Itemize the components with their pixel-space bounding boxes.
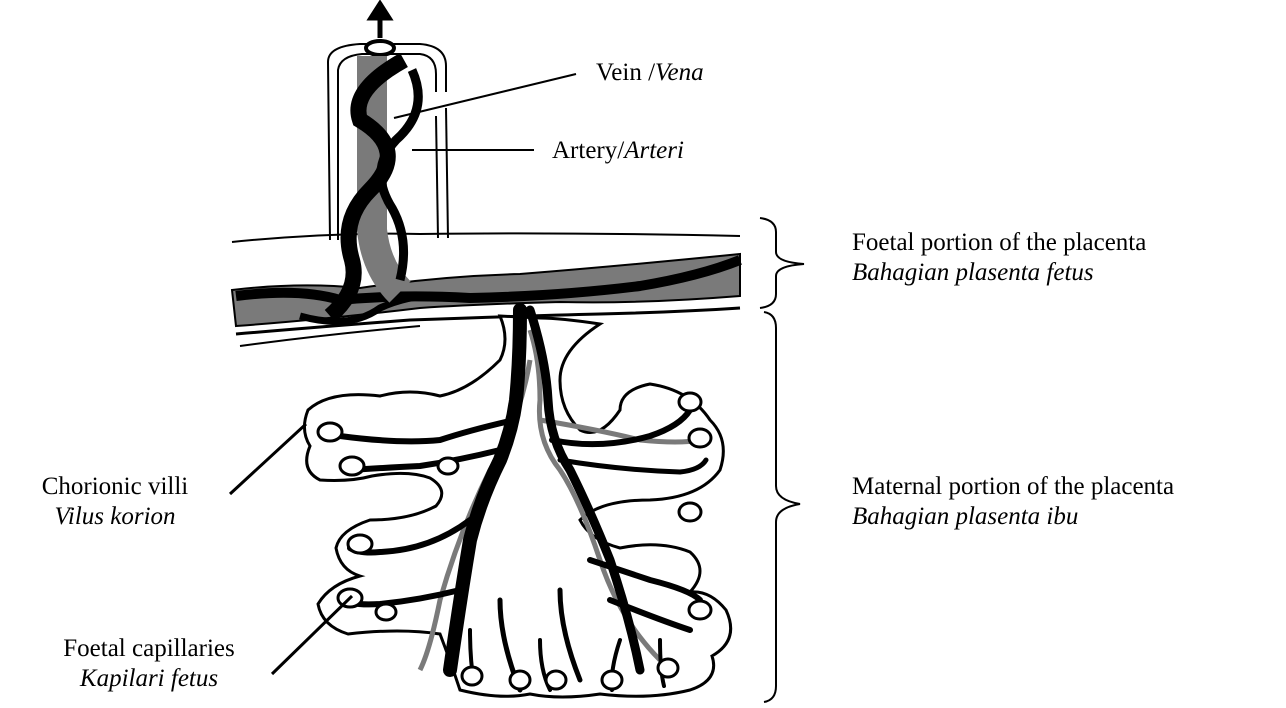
foetal-portion-label: Foetal portion of the placenta Bahagian … xyxy=(852,228,1146,288)
artery-label-ms: Arteri xyxy=(624,137,684,164)
maternal-portion-label: Maternal portion of the placenta Bahagia… xyxy=(852,472,1174,532)
chorionic-villi-leader-line xyxy=(230,424,306,494)
foetal-capillaries-label-ms: Kapilari fetus xyxy=(34,664,264,694)
cord-opening xyxy=(366,41,394,55)
foetal-capillaries-leader-line xyxy=(272,596,352,674)
vein-label-en: Vein / xyxy=(596,59,655,86)
foetal-plate xyxy=(232,233,740,346)
foetal-capillaries-label-en: Foetal capillaries xyxy=(34,634,264,664)
foetal-capillaries-label: Foetal capillaries Kapilari fetus xyxy=(34,634,264,694)
chorionic-villi-label-en: Chorionic villi xyxy=(10,472,220,502)
foetal-portion-label-ms: Bahagian plasenta fetus xyxy=(852,258,1146,288)
artery-label-en: Artery/ xyxy=(552,137,624,164)
cord-vessels xyxy=(330,56,418,316)
maternal-portion-label-ms: Bahagian plasenta ibu xyxy=(852,502,1174,532)
foetal-portion-label-en: Foetal portion of the placenta xyxy=(852,228,1146,258)
outflow-arrow xyxy=(371,4,389,38)
maternal-portion-brace xyxy=(764,312,800,702)
vein-label: Vein /Vena xyxy=(596,58,704,88)
chorionic-villi-label-ms: Vilus korion xyxy=(10,502,220,532)
chorionic-villi-label: Chorionic villi Vilus korion xyxy=(10,472,220,532)
vein-label-ms: Vena xyxy=(655,59,704,86)
artery-label: Artery/Arteri xyxy=(552,136,684,166)
foetal-portion-brace xyxy=(760,218,804,308)
maternal-portion-label-en: Maternal portion of the placenta xyxy=(852,472,1174,502)
